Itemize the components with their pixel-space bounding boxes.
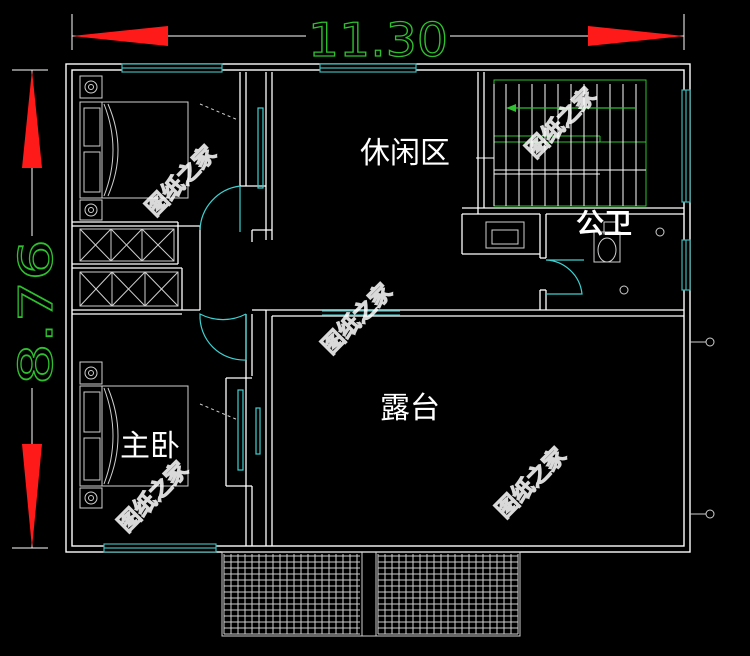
label-master-bedroom: 主卧 bbox=[120, 429, 180, 464]
doors bbox=[199, 107, 584, 471]
watermark-3: 图纸之家 bbox=[317, 278, 398, 359]
windows bbox=[103, 63, 691, 553]
bed-master bbox=[79, 361, 189, 509]
interior-walls bbox=[72, 72, 684, 546]
dimension-top: 11.30 bbox=[71, 12, 685, 68]
railing-hatch bbox=[223, 554, 519, 635]
arrow-up-icon bbox=[22, 70, 42, 168]
door-swing-guides bbox=[199, 103, 239, 421]
width-dimension-label: 11.30 bbox=[308, 13, 448, 67]
stair-break-mark bbox=[476, 150, 494, 178]
stair-arrow-icon bbox=[506, 104, 636, 112]
stair-treads bbox=[493, 84, 646, 206]
wardrobe-door-2 bbox=[237, 389, 244, 471]
balcony-railing bbox=[221, 551, 521, 637]
closet-grid-1 bbox=[79, 228, 175, 262]
door-master-bedroom bbox=[199, 313, 247, 361]
floor-drain bbox=[655, 227, 665, 237]
label-bathroom: 公卫 bbox=[576, 207, 632, 240]
watermark-2: 图纸之家 bbox=[521, 82, 602, 163]
arrow-down-icon bbox=[22, 444, 42, 548]
watermark-5: 图纸之家 bbox=[491, 442, 572, 523]
exterior-pipes bbox=[690, 337, 715, 519]
watermark-1: 图纸之家 bbox=[141, 140, 222, 221]
dimension-left: 8.76 bbox=[8, 69, 64, 549]
door-bedroom-1 bbox=[199, 185, 241, 232]
closet-grid-2 bbox=[79, 271, 179, 307]
washbasin bbox=[485, 221, 525, 249]
label-leisure-area: 休闲区 bbox=[360, 136, 450, 171]
window-terrace bbox=[322, 310, 400, 316]
bed-1 bbox=[79, 75, 189, 221]
door-bathroom bbox=[545, 259, 584, 295]
wardrobe-door-1 bbox=[257, 107, 264, 189]
arrow-left-icon bbox=[72, 26, 168, 46]
bathroom-fixtures bbox=[485, 221, 665, 295]
height-dimension-label: 8.76 bbox=[9, 239, 63, 385]
watermark-4: 图纸之家 bbox=[113, 456, 194, 537]
arrow-right-icon bbox=[588, 26, 684, 46]
label-terrace: 露台 bbox=[380, 391, 440, 426]
